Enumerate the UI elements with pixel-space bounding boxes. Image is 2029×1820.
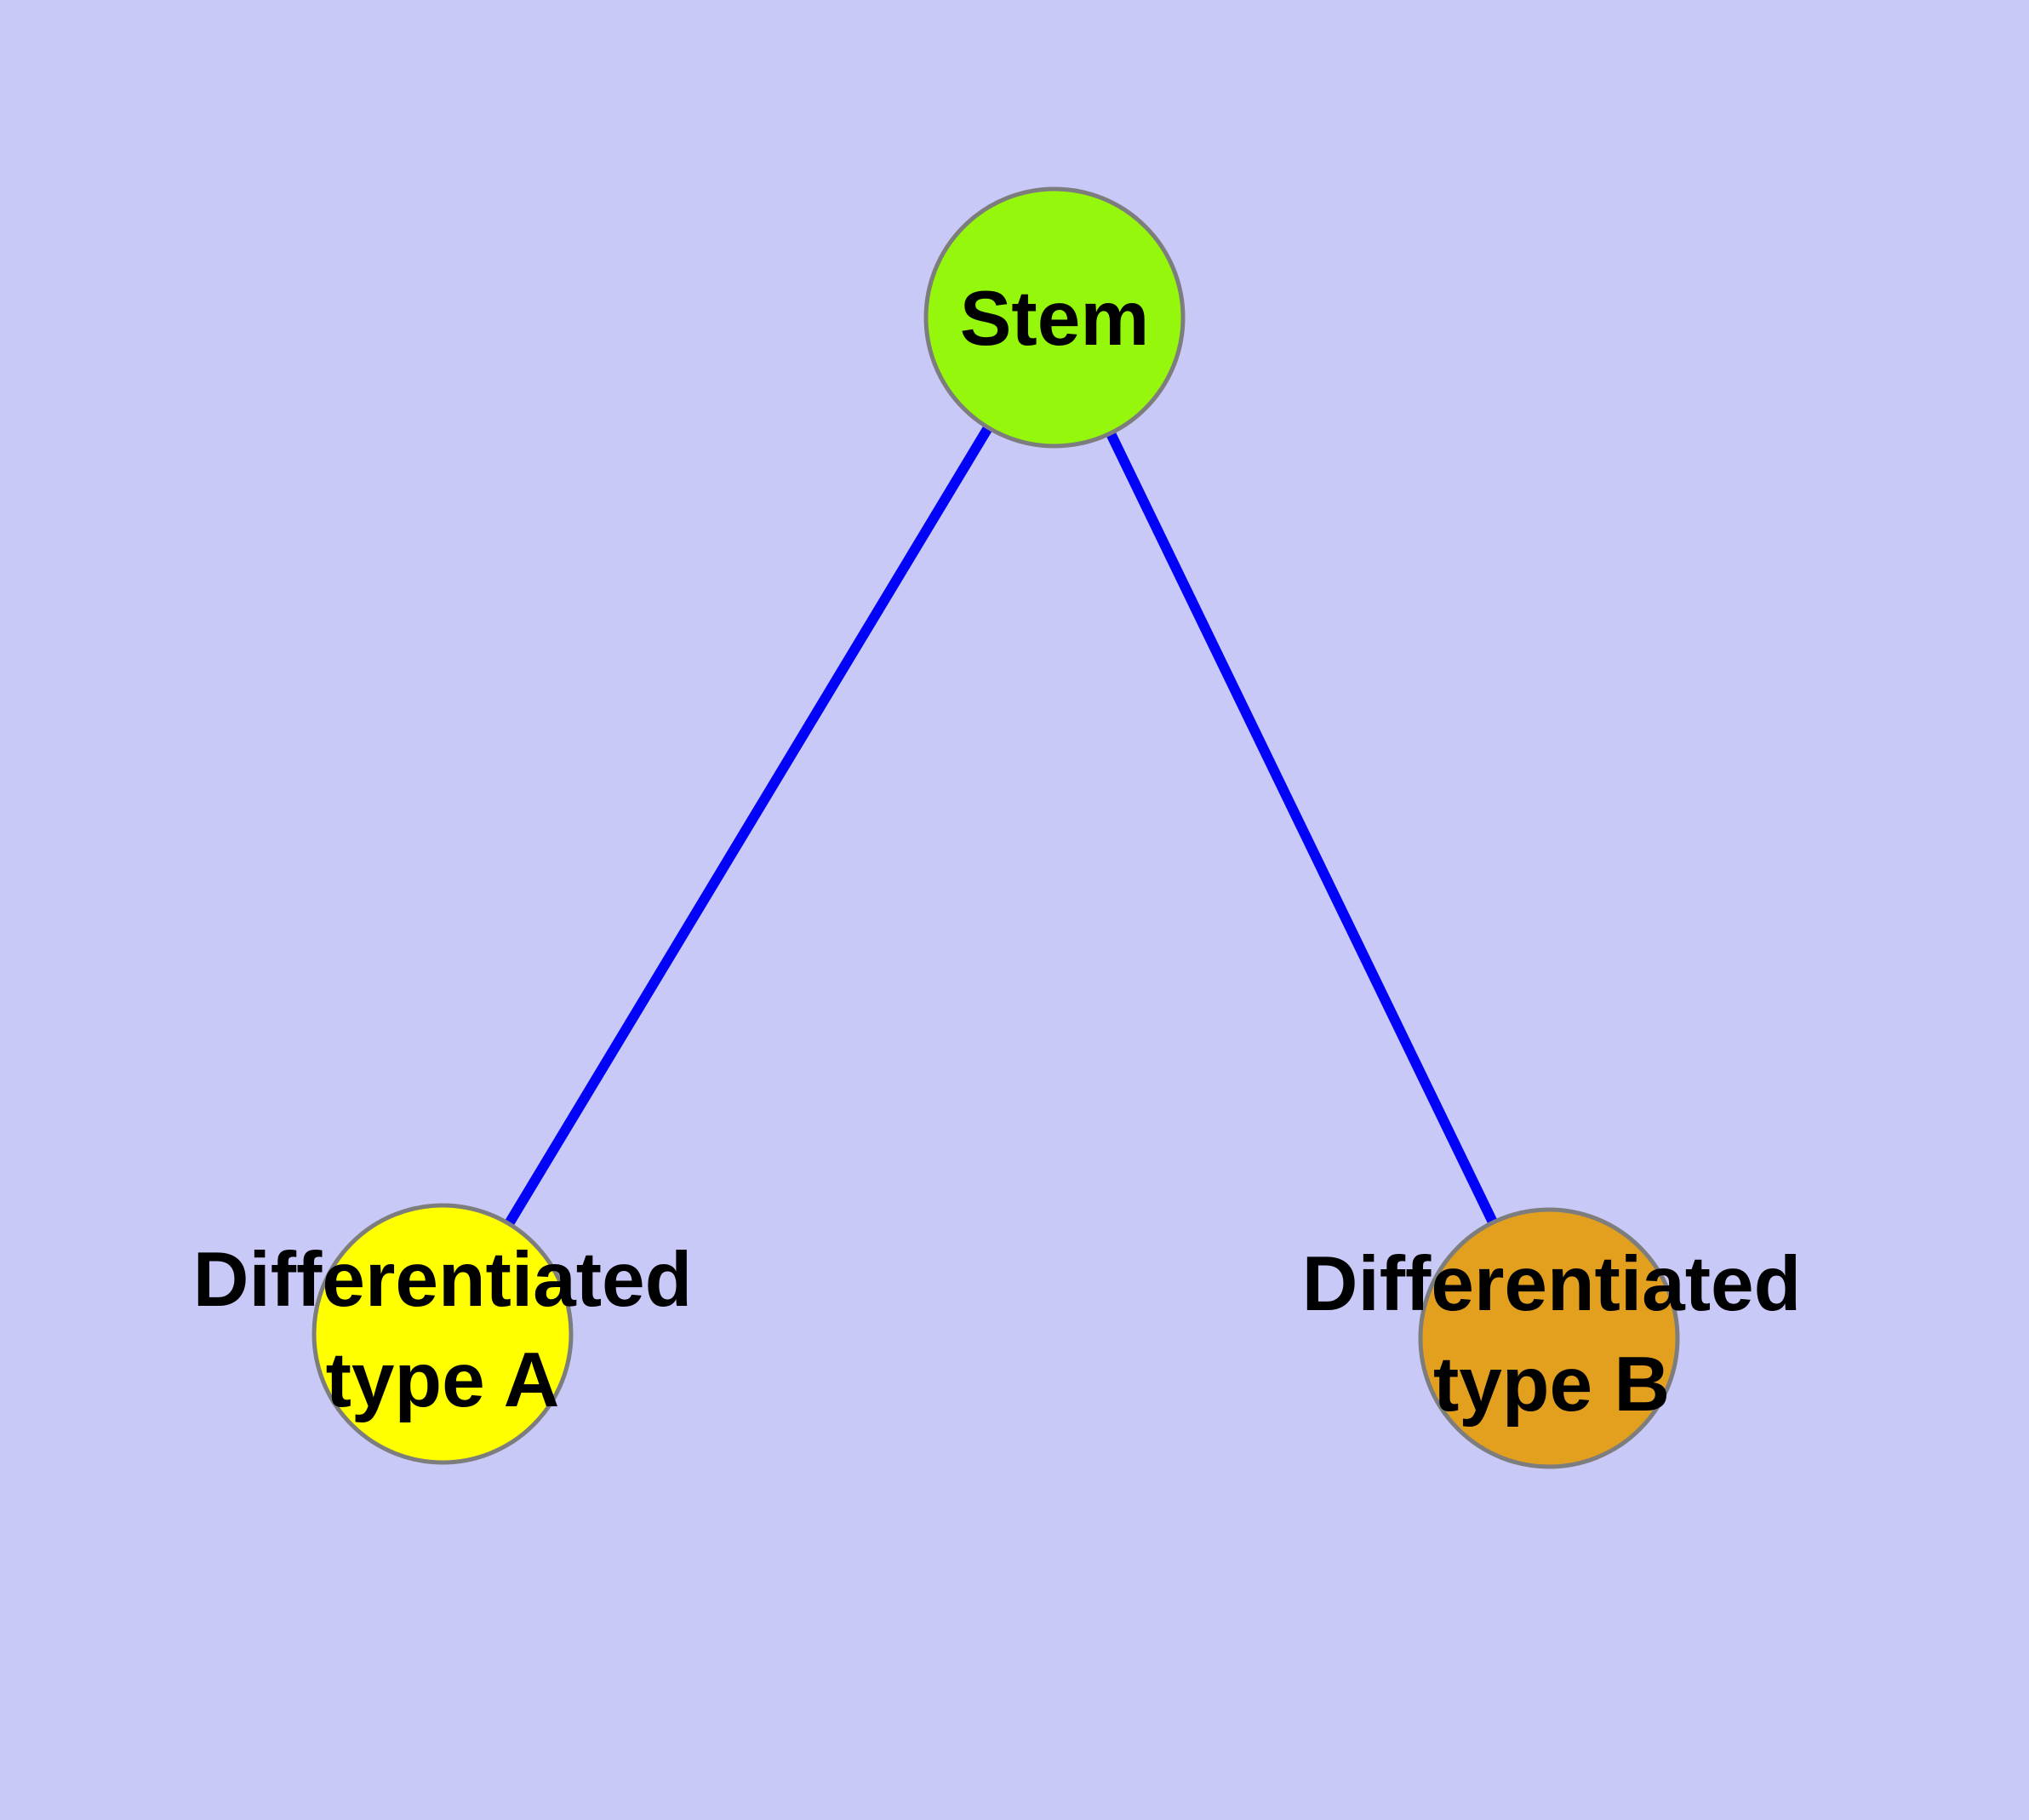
node-type-a-label-line2: type A: [325, 1337, 560, 1423]
node-type-a-label-line1: Differentiated: [192, 1237, 693, 1323]
edge-stem-to-type-b: [1049, 315, 1554, 1341]
edge-stem-to-type-a: [437, 314, 1060, 1337]
node-type-b-label: Differentiated type B: [1302, 1234, 1802, 1435]
node-stem-circle: [923, 186, 1186, 449]
node-type-a-label: Differentiated type A: [193, 1230, 693, 1431]
node-type-a-circle: [311, 1203, 574, 1465]
node-type-b-label-line2: type B: [1432, 1342, 1671, 1428]
node-stem-label: Stem: [959, 276, 1150, 362]
node-type-b-label-line1: Differentiated: [1301, 1241, 1802, 1327]
node-type-b-circle: [1418, 1207, 1680, 1469]
